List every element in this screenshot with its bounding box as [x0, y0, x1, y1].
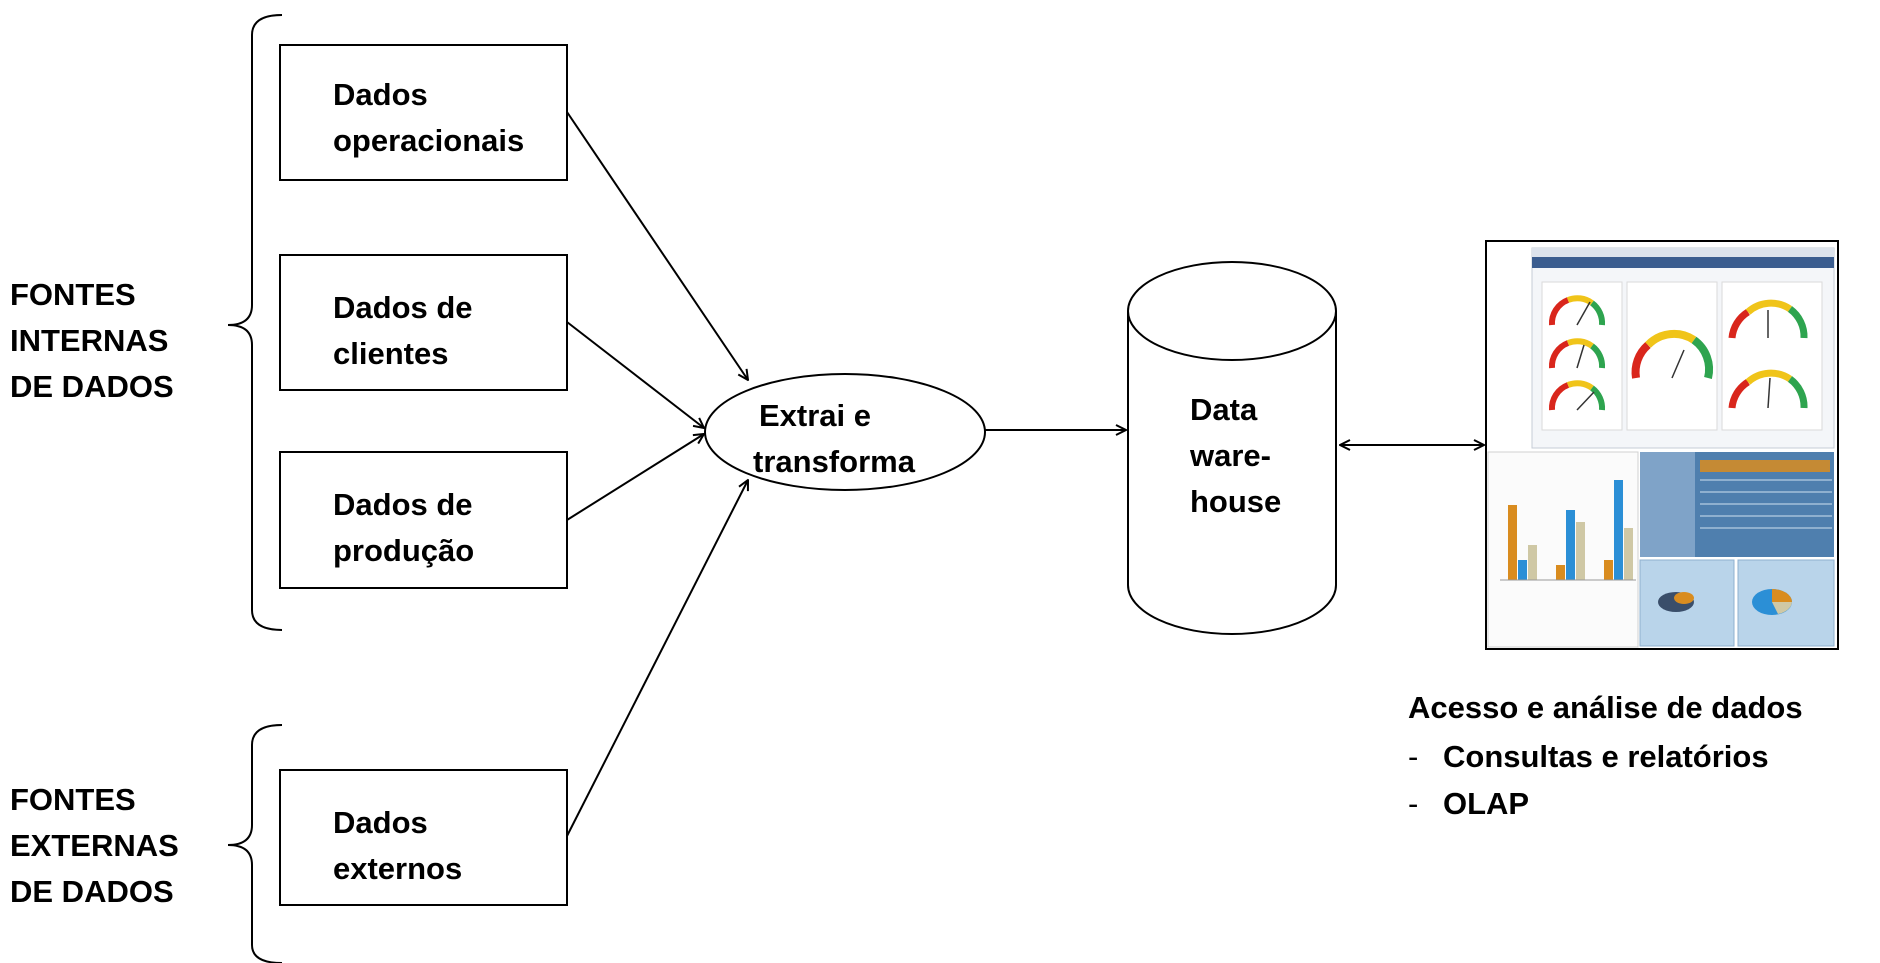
arrow-clientes-to-extract: [566, 321, 704, 428]
source-box-operacionais: [279, 44, 568, 181]
arrow-producao-to-extract: [566, 434, 704, 521]
source-box-clientes: [279, 254, 568, 391]
arrow-operacionais-to-extract: [566, 111, 748, 380]
internal-sources-brace: [227, 14, 283, 631]
source-label-producao: Dados de produção: [333, 487, 475, 568]
warehouse-cylinder-body: [1127, 311, 1337, 635]
access-title: Acesso e análise de dados: [1408, 690, 1803, 725]
warehouse-cylinder-top: [1127, 261, 1337, 361]
dashboard-screenshot-icon: [1485, 240, 1839, 650]
arrow-externos-to-extract: [566, 480, 748, 837]
bullet-dash: -: [1408, 739, 1419, 774]
extract-transform-label: Extrai e transforma: [753, 398, 915, 479]
external-sources-brace: [227, 724, 283, 963]
access-item-reports: -Consultas e relatórios: [1408, 733, 1769, 780]
access-item-olap: -OLAP: [1408, 780, 1769, 827]
access-list: -Consultas e relatórios -OLAP: [1408, 733, 1769, 827]
internal-sources-label: FONTES INTERNAS DE DADOS: [10, 277, 174, 404]
source-label-clientes: Dados de clientes: [333, 290, 473, 371]
external-sources-label: FONTES EXTERNAS DE DADOS: [10, 782, 179, 909]
source-label-externos: Dados externos: [333, 805, 463, 886]
source-box-externos: [279, 769, 568, 906]
bullet-dash: -: [1408, 786, 1419, 821]
source-box-producao: [279, 451, 568, 589]
extract-transform-ellipse: [704, 373, 986, 491]
source-label-operacionais: Dados operacionais: [333, 77, 525, 158]
warehouse-label: Data ware- house: [1190, 392, 1282, 519]
